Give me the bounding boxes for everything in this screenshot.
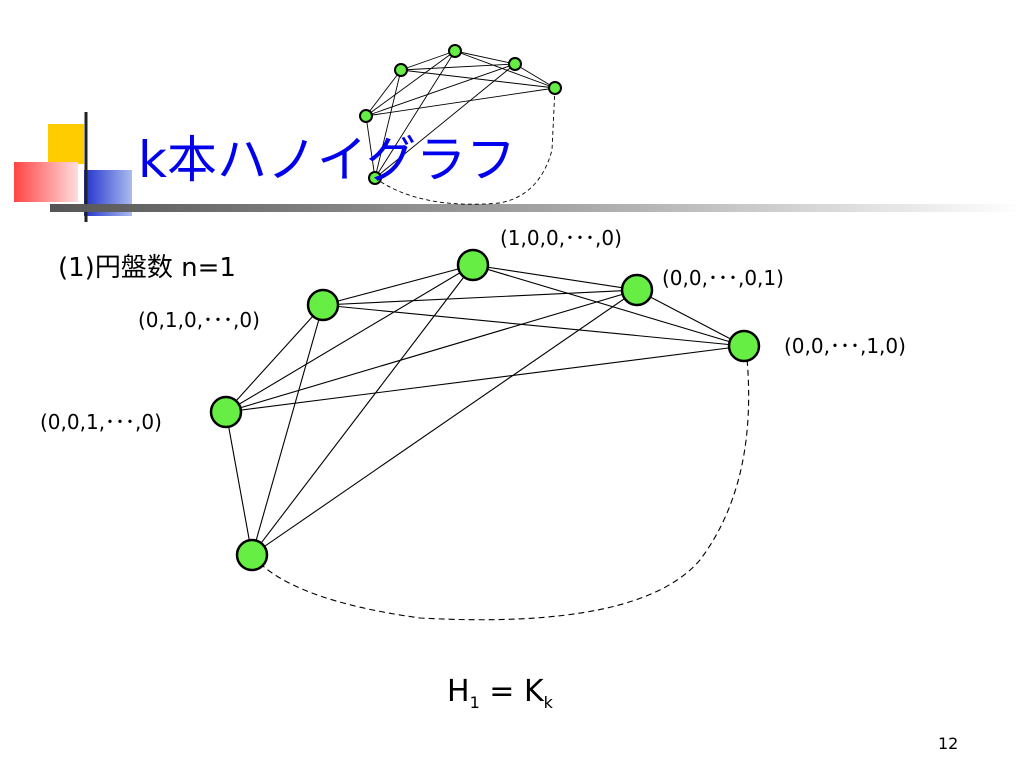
mini-edge-n2-n4	[514, 63, 556, 89]
formula-lhs-sub: 1	[469, 693, 480, 712]
slide-title: k本ハノイグラフ	[138, 131, 516, 189]
node-label-n2: (0,0,･･･,0,1)	[662, 266, 784, 290]
node-label-n5: (0,0,1,･･･,0)	[40, 410, 162, 434]
mini-edge-n1-n2	[454, 50, 516, 65]
mini-edge-n3-n5	[365, 69, 402, 117]
subtitle: (1)円盤数 n=1	[58, 253, 236, 283]
node-n2	[620, 273, 654, 307]
edge-n3-n4	[322, 304, 745, 347]
mini-edge-n4-n5	[365, 87, 556, 117]
dashed-edge	[252, 347, 750, 621]
red-square	[14, 162, 78, 202]
mini-node-n2	[508, 57, 522, 71]
mini-edge-n3-n4	[400, 69, 556, 89]
node-label-n3: (0,1,0,･･･,0)	[138, 308, 260, 332]
mini-edge-n1-n6	[374, 50, 456, 179]
formula-rhs-sub: k	[543, 693, 553, 712]
edge-n2-n6	[251, 289, 638, 556]
node-n5	[209, 395, 243, 429]
mini-node-n4	[548, 81, 562, 95]
node-n6	[235, 538, 269, 572]
node-n1	[456, 248, 490, 282]
mini-edge-n2-n3	[400, 63, 516, 71]
edge-n2-n5	[225, 289, 638, 413]
edge-n1-n2	[472, 264, 638, 291]
mini-edge-n5-n6	[365, 115, 376, 179]
mini-edge-n3-n6	[374, 69, 402, 179]
page-number: 12	[938, 734, 959, 753]
mini-edge-n2-n6	[374, 63, 516, 179]
node-n4	[727, 329, 761, 363]
mini-node-n6	[368, 171, 382, 185]
formula-rhs: K	[523, 674, 544, 709]
formula-lhs: H	[447, 674, 470, 709]
edge-n1-n3	[322, 264, 474, 306]
formula-eq: =	[479, 674, 524, 709]
edge-n1-n4	[472, 264, 745, 347]
edge-n2-n3	[322, 289, 638, 306]
mini-edge-n1-n3	[400, 50, 456, 71]
edge-n1-n6	[251, 264, 474, 556]
node-label-n1: (1,0,0,･･･,0)	[500, 226, 622, 250]
mini-node-n1	[448, 44, 462, 58]
title-underline	[50, 204, 1024, 212]
mini-node-n5	[359, 109, 373, 123]
edge-n3-n6	[251, 304, 324, 556]
edge-n1-n5	[225, 264, 474, 413]
mini-node-n3	[394, 63, 408, 77]
mini-edge-n1-n5	[365, 50, 456, 117]
edge-n5-n6	[225, 411, 253, 556]
edge-n4-n5	[225, 345, 745, 413]
edge-n2-n4	[636, 289, 745, 347]
node-n3	[306, 288, 340, 322]
mini-edge-n2-n5	[365, 63, 516, 117]
node-label-n4: (0,0,･･･,1,0)	[784, 334, 906, 358]
mini-edge-n1-n4	[454, 50, 556, 89]
formula: H1 = Kk	[447, 674, 553, 712]
yellow-square	[48, 124, 84, 164]
edge-n3-n5	[225, 304, 324, 413]
